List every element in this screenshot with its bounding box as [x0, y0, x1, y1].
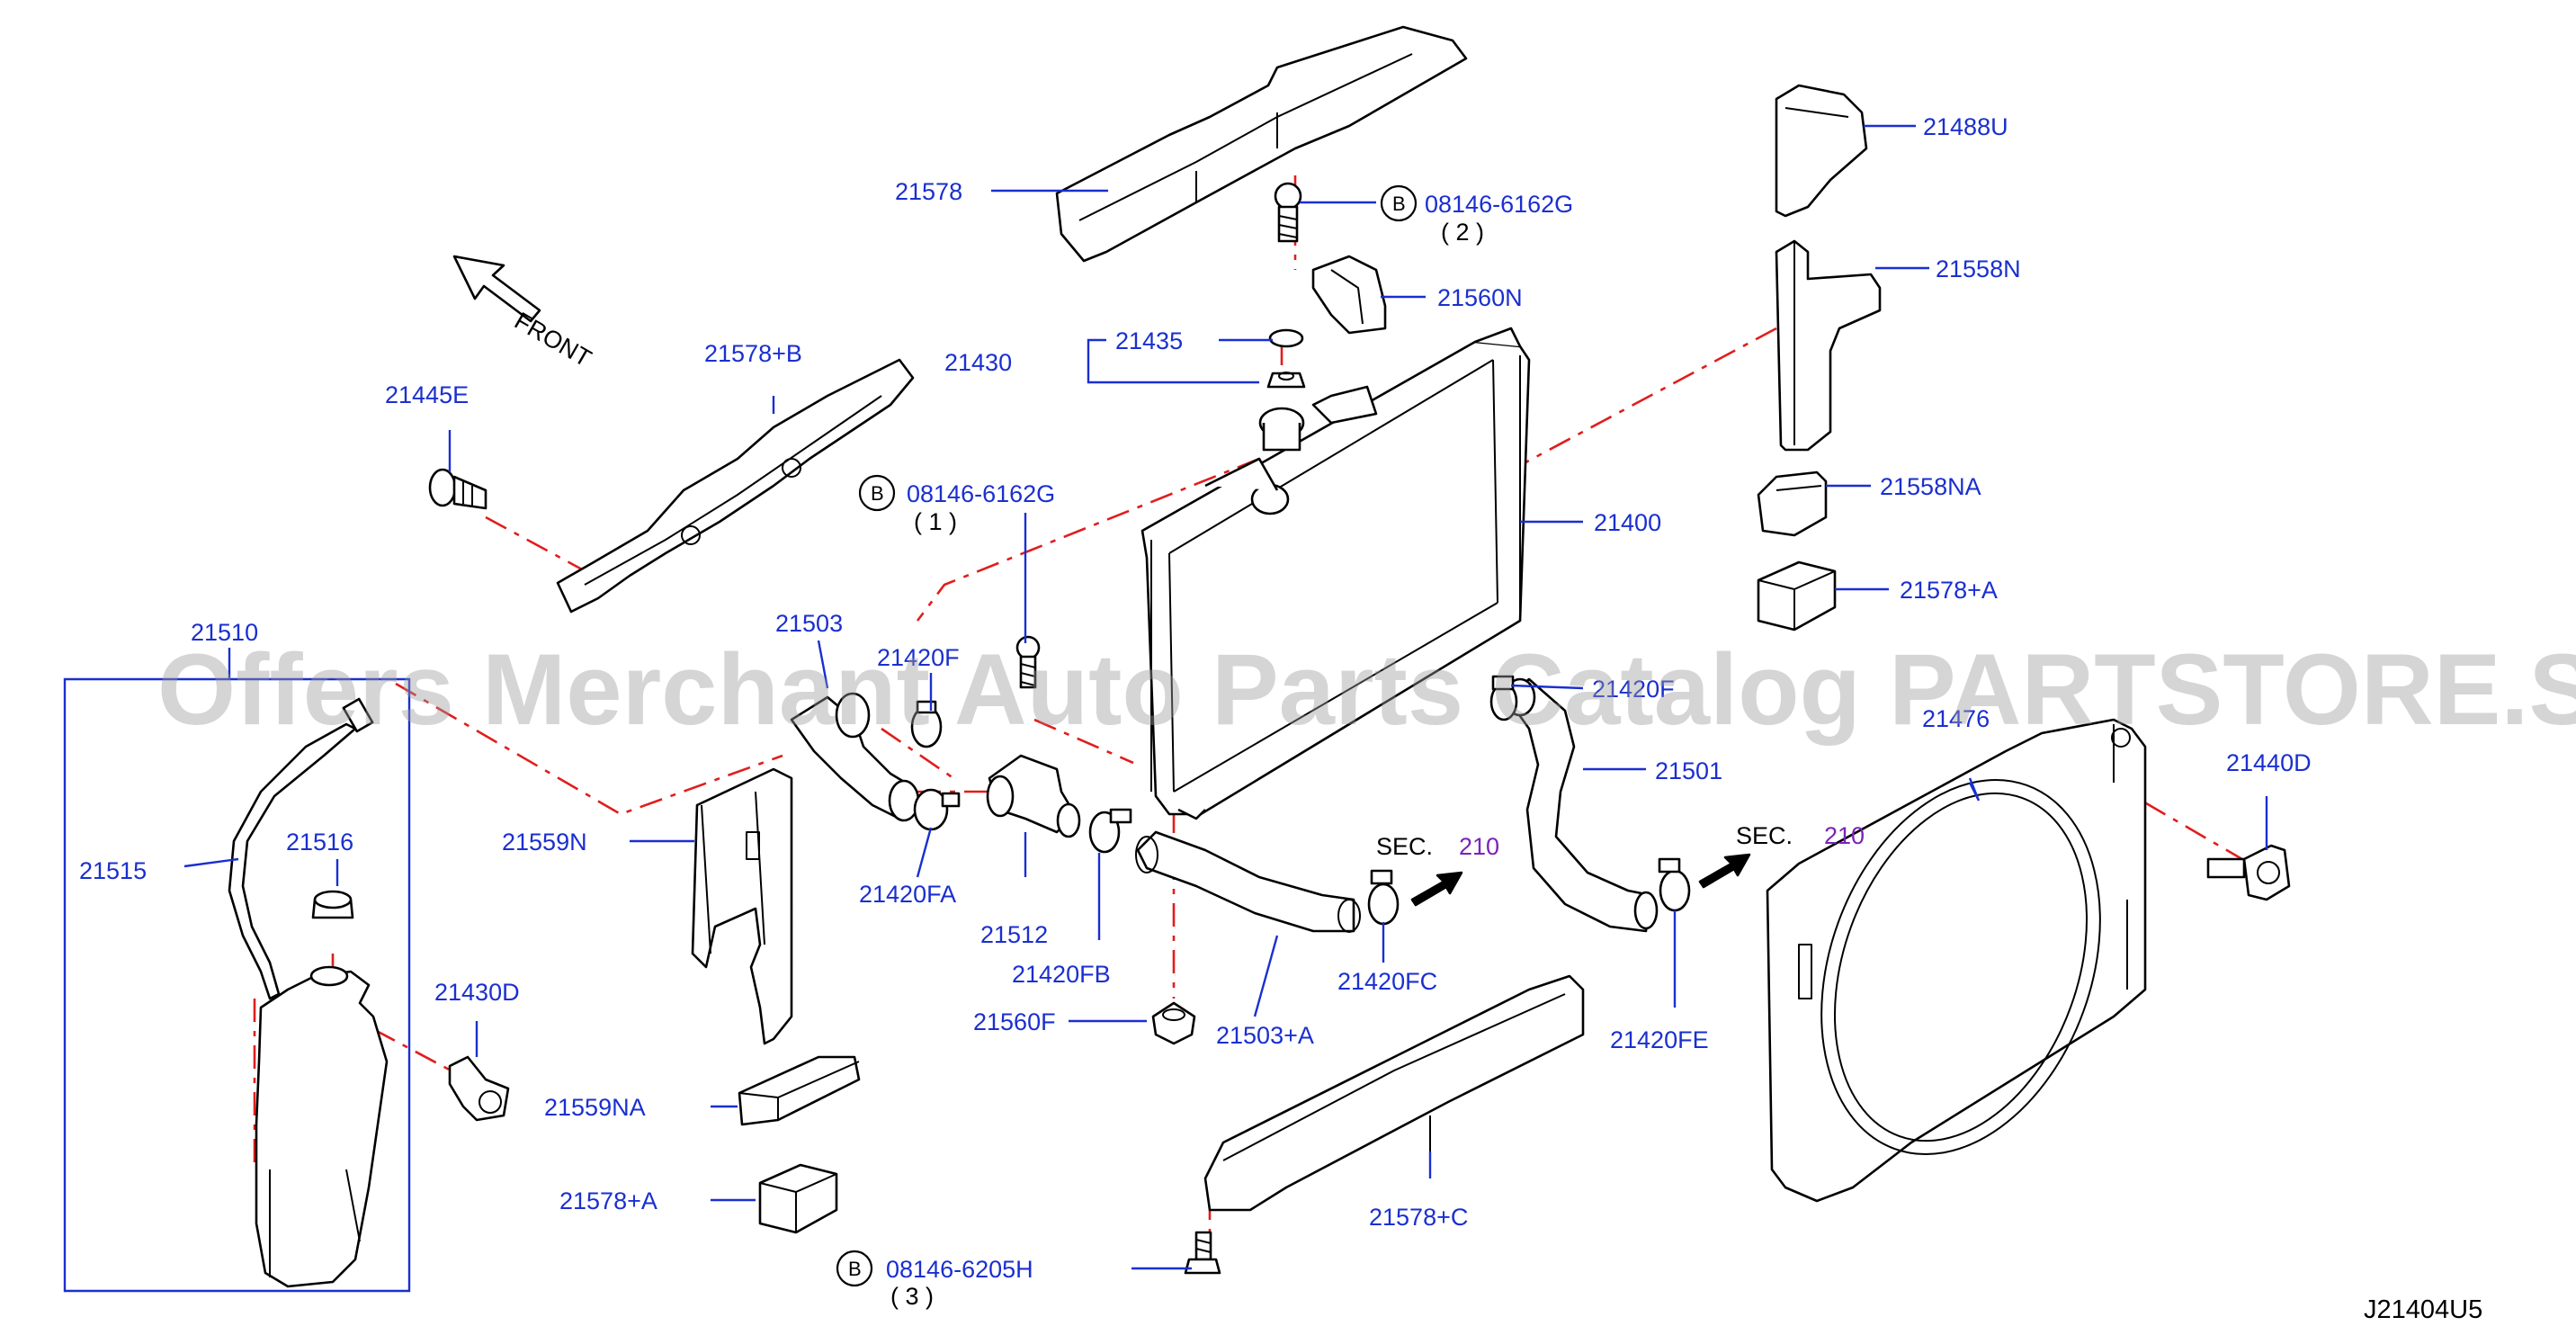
label-21578[interactable]: 21578: [895, 178, 962, 205]
label-21420FE[interactable]: 21420FE: [1610, 1026, 1709, 1053]
label-08146-6162G-mid[interactable]: 08146-6162G: [907, 480, 1055, 507]
badge-letter-2: B: [871, 482, 884, 505]
label-21558NA[interactable]: 21558NA: [1880, 473, 1981, 500]
label-21558N[interactable]: 21558N: [1936, 255, 2021, 282]
badge-letter-3: B: [848, 1258, 862, 1280]
label-21516[interactable]: 21516: [286, 829, 353, 856]
label-21430[interactable]: 21430: [944, 349, 1012, 376]
sec-number[interactable]: 210: [1459, 833, 1499, 860]
label-21515[interactable]: 21515: [79, 857, 147, 884]
air-guide-21578B: [556, 358, 915, 614]
label-21578A-left[interactable]: 21578+A: [559, 1187, 657, 1214]
sec-prefix-right: SEC.: [1736, 822, 1793, 849]
badge-b-icon: [1380, 184, 1418, 222]
label-21420FB[interactable]: 21420FB: [1012, 961, 1111, 988]
clip-21445E: [428, 468, 487, 510]
pad-21578A-right: [1757, 560, 1837, 632]
bracket-21560N: [1311, 255, 1387, 335]
hose-lower-21503A: [1135, 830, 1361, 933]
clamp-21420FE: [1658, 857, 1691, 912]
bracket-21488U: [1775, 84, 1868, 218]
label-21578B[interactable]: 21578+B: [704, 340, 802, 367]
front-arrow-icon: [452, 255, 541, 323]
clamp-21420FA: [913, 788, 961, 831]
radiator-21400: [1140, 327, 1531, 820]
clamp-21420F: [910, 700, 943, 748]
label-21503A[interactable]: 21503+A: [1216, 1022, 1314, 1049]
hose-upper-21503: [790, 692, 920, 822]
label-21560N[interactable]: 21560N: [1437, 284, 1523, 311]
label-21501[interactable]: 21501: [1655, 757, 1722, 784]
diagram-code: J21404U5: [2364, 1295, 2482, 1324]
badge-letter: B: [1392, 193, 1406, 215]
hose-21515: [228, 697, 374, 1000]
label-21420F[interactable]: 21420F: [877, 644, 960, 671]
label-21420FA[interactable]: 21420FA: [859, 881, 956, 908]
label-21400[interactable]: 21400: [1594, 509, 1661, 536]
label-21488U[interactable]: 21488U: [1923, 113, 2008, 140]
bolt-lower: [1184, 1231, 1221, 1275]
bolt-21440D: [2206, 844, 2291, 901]
qty-3: ( 3 ): [890, 1283, 934, 1310]
badge-b-icon-2: [858, 474, 896, 512]
label-21578C[interactable]: 21578+C: [1369, 1204, 1468, 1231]
reservoir-tank: [255, 965, 389, 1288]
label-21440D[interactable]: 21440D: [2226, 749, 2312, 776]
clamp-21420FB: [1088, 808, 1132, 854]
qty-1: ( 1 ): [914, 508, 957, 535]
air-guide-lower-21578C: [1203, 974, 1585, 1212]
qty-2: ( 2 ): [1441, 219, 1484, 246]
clamp-21420FC: [1367, 869, 1400, 926]
cap-21430: [1266, 372, 1306, 389]
cap-21516: [311, 890, 354, 919]
label-21445E[interactable]: 21445E: [385, 381, 469, 408]
bolt-upper: [1274, 182, 1302, 243]
drain-plug-21560F: [1151, 1001, 1196, 1045]
label-08146-6205H[interactable]: 08146-6205H: [886, 1256, 1033, 1283]
pad-21578A-left: [758, 1163, 838, 1234]
bolt-21430D: [448, 1055, 510, 1122]
label-21559NA[interactable]: 21559NA: [544, 1094, 646, 1121]
label-21560F[interactable]: 21560F: [973, 1008, 1056, 1035]
badge-b-icon-3: [836, 1250, 873, 1287]
sec-prefix: SEC.: [1376, 833, 1433, 860]
label-21559N[interactable]: 21559N: [502, 829, 587, 856]
fan-shroud-21476: [1766, 718, 2147, 1203]
watermark-text: Offers Merchant Auto Parts Catalog PARTS…: [157, 633, 2576, 746]
label-08146-6162G-top[interactable]: 08146-6162G: [1425, 191, 1573, 218]
label-21578A-right[interactable]: 21578+A: [1900, 577, 1998, 604]
seal-21558NA: [1757, 470, 1828, 537]
label-21512[interactable]: 21512: [980, 921, 1048, 948]
label-21510[interactable]: 21510: [191, 619, 258, 646]
part-labels: 21578 B 08146-6162G ( 2 ) 21488U 21560N …: [79, 113, 2482, 1324]
sec-number-right[interactable]: 210: [1824, 822, 1865, 849]
seal-21559NA: [738, 1055, 861, 1126]
label-21503[interactable]: 21503: [775, 610, 843, 637]
reservoir-box: [63, 677, 411, 1293]
seal-21559N: [691, 767, 793, 1045]
leader-lines: [183, 124, 2268, 1270]
label-21420FC[interactable]: 21420FC: [1337, 968, 1437, 995]
label-21420F-right[interactable]: 21420F: [1592, 676, 1675, 703]
sec-arrow-icon: [1410, 871, 1463, 907]
air-guide-upper-21578: [1055, 25, 1468, 263]
seal-21558N: [1775, 239, 1882, 452]
front-label: FRONT: [510, 307, 596, 372]
label-21430D[interactable]: 21430D: [434, 979, 520, 1006]
label-21476[interactable]: 21476: [1922, 705, 1990, 732]
label-21435[interactable]: 21435: [1115, 327, 1183, 354]
bolt-middle: [1015, 635, 1041, 689]
seal-21435: [1268, 328, 1304, 348]
sec-arrow-right-icon: [1698, 853, 1751, 889]
clamp-21420F-right: [1489, 675, 1518, 721]
water-outlet-21512: [986, 754, 1081, 838]
